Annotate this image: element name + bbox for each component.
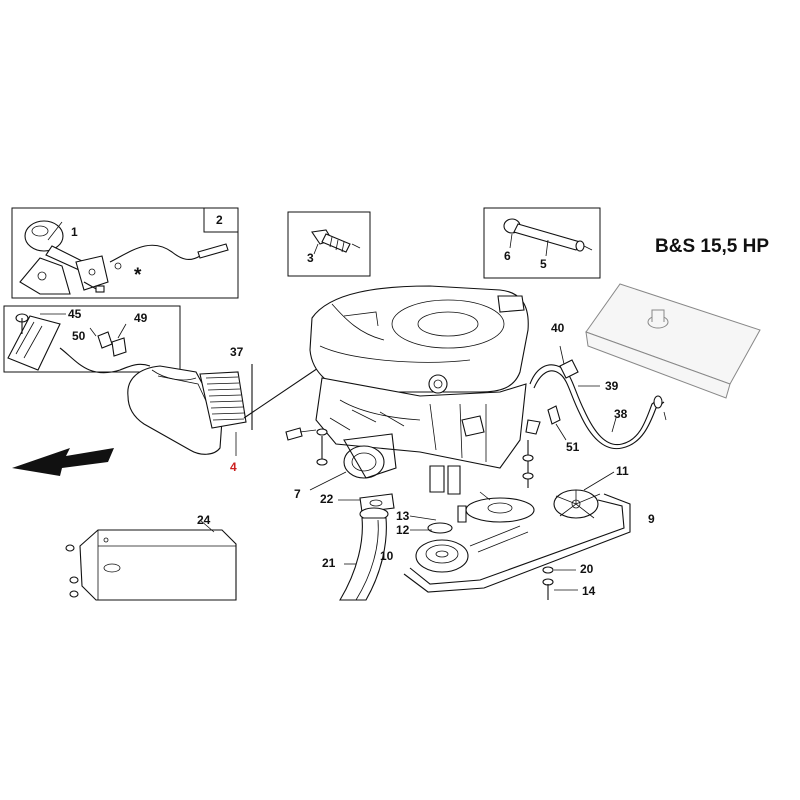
callout-50: 50 xyxy=(72,329,86,343)
callout-37: 37 xyxy=(230,345,244,359)
front-direction-arrow-icon xyxy=(12,448,114,476)
callout-51: 51 xyxy=(566,440,580,454)
callout-11: 11 xyxy=(616,464,629,478)
callout-5: 5 xyxy=(540,257,547,271)
engine-model-title: B&S 15,5 HP xyxy=(655,236,769,257)
fuel-tank xyxy=(585,283,761,399)
callout-40: 40 xyxy=(551,321,565,335)
inset-switch: 45 50 49 xyxy=(3,305,181,374)
callout-14: 14 xyxy=(582,584,596,598)
inset-shaft: 6 5 xyxy=(483,207,601,279)
engine-block: 7 xyxy=(243,285,529,501)
inset-fitting: 3 xyxy=(287,211,371,277)
inset-throttle-control: * 1 2 xyxy=(11,207,239,299)
callout-12: 12 xyxy=(396,523,410,537)
belt-drive-assembly: 22 11 9 13 12 20 14 xyxy=(320,440,655,600)
air-filter-assembly: 37 4 xyxy=(127,345,253,474)
cooling-fan xyxy=(553,489,601,519)
callout-1: 1 xyxy=(71,225,78,239)
callout-22: 22 xyxy=(320,492,334,506)
callout-20: 20 xyxy=(580,562,594,576)
callout-21: 21 xyxy=(322,556,336,570)
lower-cover-panel: 24 xyxy=(65,513,237,601)
callout-39: 39 xyxy=(605,379,619,393)
callout-3: 3 xyxy=(307,251,314,265)
callout-7: 7 xyxy=(294,487,301,501)
exhaust-pipe: 10 21 xyxy=(322,507,394,601)
callout-49: 49 xyxy=(134,311,148,325)
callout-13: 13 xyxy=(396,509,410,523)
callout-38: 38 xyxy=(614,407,628,421)
callout-2: 2 xyxy=(216,213,223,227)
fuel-line-assembly: 40 39 38 51 xyxy=(525,321,667,454)
callout-4: 4 xyxy=(230,460,237,474)
asterisk-marker: * xyxy=(134,265,142,286)
callout-45: 45 xyxy=(68,307,82,321)
callout-10: 10 xyxy=(380,549,394,563)
callout-6: 6 xyxy=(504,249,511,263)
callout-24: 24 xyxy=(197,513,211,527)
callout-9: 9 xyxy=(648,512,655,526)
